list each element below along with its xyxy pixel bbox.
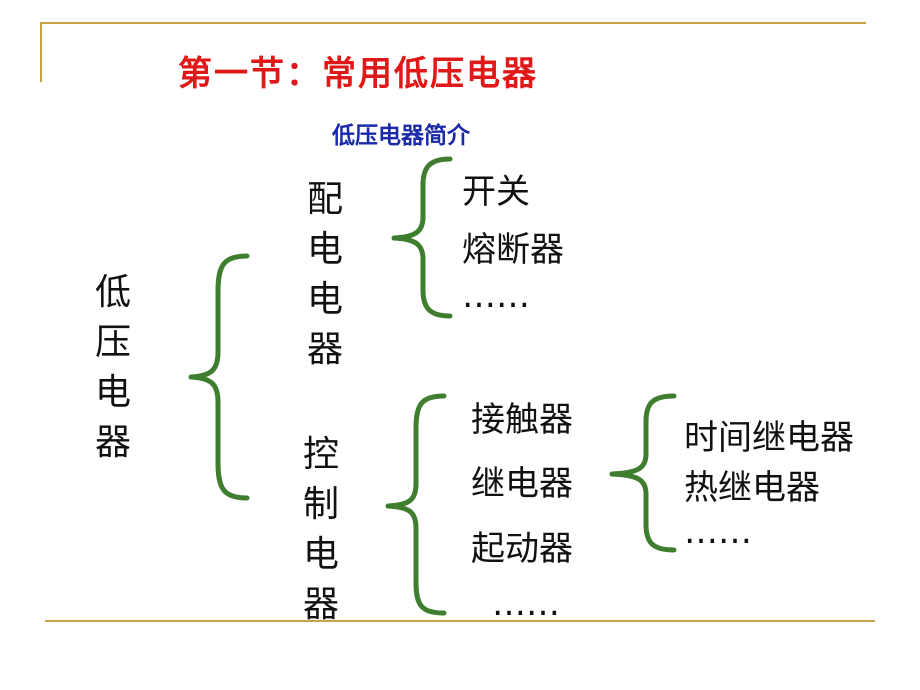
item-starter: 起动器	[471, 529, 573, 569]
slide-title: 第一节：常用低压电器	[178, 54, 538, 94]
bottom-rule	[45, 620, 875, 622]
branch-char: 器	[302, 584, 339, 625]
root-brace	[188, 253, 250, 501]
item-ellipsis: ……	[462, 276, 530, 316]
branch-char: 器	[306, 329, 343, 370]
branch-label-control: 控 制 电 器	[296, 430, 346, 630]
branch-label-distribution: 配 电 电 器	[300, 175, 350, 375]
root-char: 压	[94, 322, 131, 363]
item-ellipsis: ……	[492, 584, 560, 624]
slide-subtitle: 低压电器简介	[332, 123, 470, 149]
branch-char: 电	[306, 229, 343, 270]
item-time-relay: 时间继电器	[684, 418, 854, 458]
top-rule	[40, 22, 866, 24]
branch-char: 电	[306, 279, 343, 320]
branch-char: 电	[302, 534, 339, 575]
branch-char: 制	[302, 484, 339, 525]
distribution-brace	[391, 156, 453, 319]
item-relay: 继电器	[471, 464, 573, 504]
relay-brace	[609, 393, 677, 553]
root-char: 器	[94, 422, 131, 463]
root-char: 低	[94, 272, 131, 313]
control-brace	[385, 393, 447, 616]
root-label: 低 压 电 器	[88, 268, 138, 468]
branch-char: 控	[302, 434, 339, 475]
item-switch: 开关	[462, 172, 530, 212]
branch-char: 配	[306, 179, 343, 220]
root-char: 电	[94, 372, 131, 413]
item-thermal-relay: 热继电器	[684, 468, 820, 508]
item-contactor: 接触器	[471, 400, 573, 440]
item-fuse: 熔断器	[462, 230, 564, 270]
item-ellipsis: ……	[684, 512, 752, 552]
left-rule	[40, 22, 42, 82]
